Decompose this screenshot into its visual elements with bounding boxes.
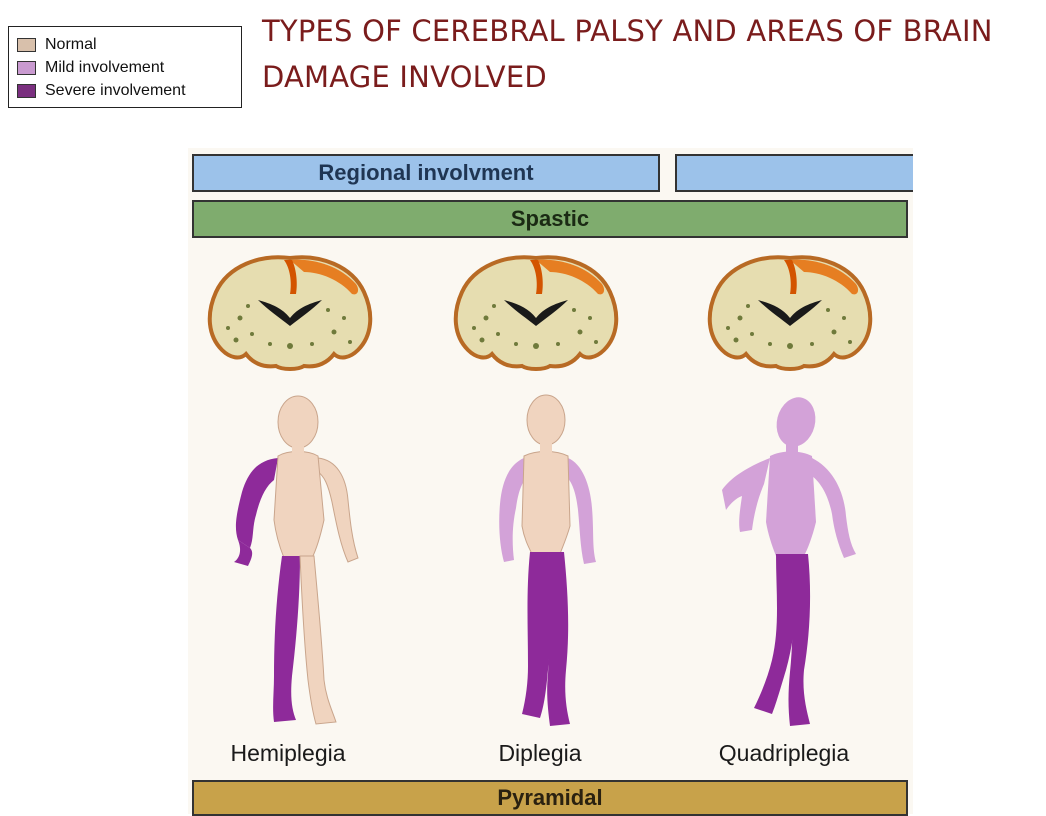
brain-coronal-section-icon <box>200 248 380 373</box>
quadriplegia-body-figure <box>700 380 880 740</box>
pyramidal-bar: Pyramidal <box>192 780 908 816</box>
hemiplegia-body-figure <box>208 380 388 740</box>
diagram-panel: Regional involvment Spastic <box>188 148 913 814</box>
legend-item-normal: Normal <box>17 33 241 56</box>
legend-label: Normal <box>45 36 97 54</box>
diplegia-body-figure <box>456 380 636 740</box>
brain-coronal-section-icon <box>700 248 880 373</box>
page-title: TYPES OF CEREBRAL PALSY AND AREAS OF BRA… <box>262 8 1042 100</box>
title-line-2: DAMAGE INVOLVED <box>262 54 1042 100</box>
title-line-1: TYPES OF CEREBRAL PALSY AND AREAS OF BRA… <box>262 8 1042 54</box>
caption-diplegia: Diplegia <box>440 740 640 767</box>
regional-involvement-bar-extension <box>675 154 913 192</box>
legend-swatch-normal <box>17 38 36 52</box>
legend-item-mild: Mild involvement <box>17 56 241 79</box>
legend-swatch-mild <box>17 61 36 75</box>
spastic-bar: Spastic <box>192 200 908 238</box>
caption-quadriplegia: Quadriplegia <box>684 740 884 767</box>
legend-swatch-severe <box>17 84 36 98</box>
legend-item-severe: Severe involvement <box>17 79 241 102</box>
regional-involvement-bar: Regional involvment <box>192 154 660 192</box>
legend-label: Mild involvement <box>45 59 164 77</box>
brain-coronal-section-icon <box>446 248 626 373</box>
caption-hemiplegia: Hemiplegia <box>188 740 388 767</box>
legend-label: Severe involvement <box>45 82 186 100</box>
legend: Normal Mild involvement Severe involveme… <box>8 26 242 108</box>
